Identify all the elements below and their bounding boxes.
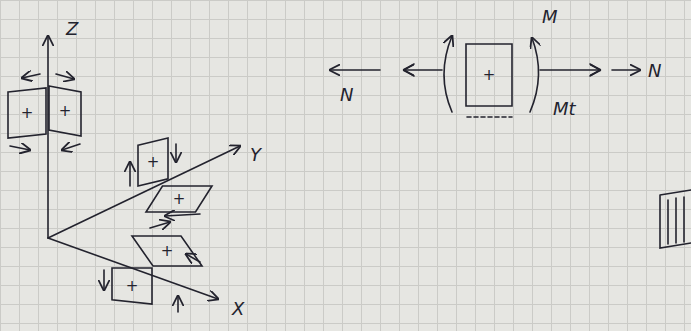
double-head (590, 64, 600, 76)
z-axis (47, 36, 49, 238)
sign-mark: + (126, 279, 139, 294)
shear-arrow (103, 270, 105, 290)
axis-or-force-label: M (542, 8, 558, 26)
shear-arrow (22, 74, 40, 78)
axis-or-force-label: Y (250, 146, 261, 164)
double-head (404, 64, 414, 76)
sign-mark: + (483, 68, 496, 83)
shear-arrow (10, 146, 30, 150)
shear-arrow (165, 214, 200, 216)
sign-mark: + (161, 244, 174, 259)
axis-or-force-label: Mt (553, 100, 576, 118)
stress-face: + (112, 268, 152, 304)
normal-force-arrow (612, 69, 640, 71)
sign-mark: + (21, 106, 34, 121)
axis-or-force-label: Z (66, 20, 78, 38)
axis-or-force-label: N (340, 86, 353, 104)
stress-face: + (146, 186, 212, 212)
stress-face: + (132, 236, 202, 266)
y-axis (48, 146, 240, 238)
axis-or-force-label: N (648, 62, 661, 80)
moment-arc (530, 38, 539, 112)
sign-mark: + (59, 104, 72, 119)
torque-arrow (404, 69, 442, 71)
dashed-fibre (467, 116, 512, 118)
sign-mark: + (173, 192, 186, 207)
shear-arrow (56, 74, 74, 79)
shear-arrow (129, 162, 131, 186)
axis-or-force-label: X (232, 300, 244, 318)
moment-arc (444, 36, 452, 112)
sign-mark: + (147, 155, 160, 170)
normal-force-arrow (330, 69, 380, 71)
partial-sketch (660, 190, 691, 248)
stress-face: + (49, 86, 81, 136)
shear-arrow (175, 144, 177, 162)
shear-arrow (177, 296, 179, 312)
torque-arrow (540, 69, 600, 71)
shear-arrow (150, 222, 170, 228)
shear-arrow (62, 144, 80, 150)
stress-face: + (8, 88, 46, 138)
stress-face: + (466, 44, 512, 106)
stress-face: + (138, 138, 168, 186)
